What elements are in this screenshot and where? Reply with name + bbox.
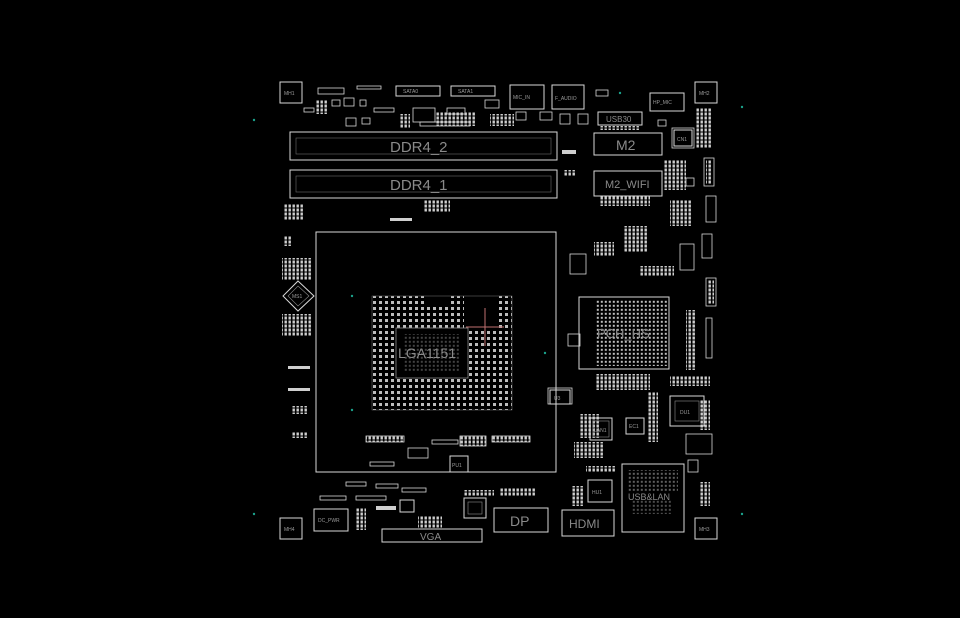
m2-label: M2 (616, 137, 636, 153)
vga-label: VGA (420, 532, 441, 543)
cpu-socket-lga1151[interactable]: LGA1151 (315, 231, 557, 473)
sata1-label: SATA1 (458, 89, 473, 95)
chip-pch[interactable]: PCH_HS (578, 296, 670, 370)
crosshair-cursor (466, 308, 504, 346)
connector-f-audio[interactable]: F_AUDIO (551, 84, 585, 110)
cn1-label: CN1 (677, 137, 687, 143)
connector-mic-in[interactable]: MIC_IN (509, 84, 545, 110)
m2-wifi-label: M2_WIFI (605, 179, 650, 191)
connector-usb-lan[interactable]: USB&LAN (621, 463, 685, 533)
usb-lan-label: USB&LAN (628, 492, 670, 502)
chip-lan1[interactable]: LAN1 (589, 417, 613, 441)
right-components (547, 243, 713, 473)
connector-hdmi[interactable]: HDMI (561, 509, 615, 537)
connector-sata0[interactable]: SATA0 (395, 85, 441, 97)
mh1-label: MH1 (284, 91, 295, 97)
connector-sata1[interactable]: SATA1 (450, 85, 496, 97)
connector-dp[interactable]: DP (493, 507, 549, 533)
u3-label: U3 (554, 396, 561, 402)
chip-du1[interactable]: DU1 (669, 395, 705, 427)
chip-ec1[interactable]: EC1 (625, 417, 645, 435)
du1-label: DU1 (680, 410, 690, 416)
ec1-label: EC1 (629, 424, 639, 430)
ddr4-2-label: DDR4_2 (390, 139, 448, 156)
ddr4-slot-2[interactable]: DDR4_2 (289, 131, 558, 161)
mounting-hole-mh3[interactable]: MH3 (694, 517, 718, 540)
lan1-label: LAN1 (594, 428, 607, 434)
m2-wifi-slot[interactable]: M2_WIFI (593, 170, 663, 197)
connector-vga[interactable]: VGA (381, 528, 483, 543)
dc-pwr-label: DC_PWR (318, 518, 340, 524)
m2-slot[interactable]: M2 (593, 132, 663, 156)
sata0-label: SATA0 (403, 89, 418, 95)
ms1-label: MS1 (292, 294, 303, 300)
fiducials (252, 91, 744, 516)
ddr4-slot-1[interactable]: DDR4_1 (289, 169, 558, 199)
left-components (282, 204, 312, 438)
mounting-hole-mh1[interactable]: MH1 (279, 81, 303, 104)
top-pin-rows (316, 100, 640, 130)
hdmi-label: HDMI (569, 517, 600, 531)
f-audio-label: F_AUDIO (555, 96, 577, 102)
mic-in-label: MIC_IN (513, 95, 530, 101)
mh4-label: MH4 (284, 527, 295, 533)
hp-mic-label: HP_MIC (653, 100, 672, 106)
pu1-label: PU1 (452, 463, 462, 469)
chip-hu1[interactable]: HU1 (587, 479, 613, 503)
right-pin-clusters (572, 196, 710, 506)
chip-u3[interactable]: U3 (549, 389, 571, 405)
connector-hp-mic[interactable]: HP_MIC (649, 92, 685, 112)
chip-pu1[interactable]: PU1 (449, 455, 469, 473)
pch-label: PCH_HS (597, 326, 650, 341)
mounting-hole-mh2[interactable]: MH2 (694, 81, 718, 104)
connector-dc-pwr[interactable]: DC_PWR (313, 508, 349, 532)
chip-ms1[interactable]: MS1 (282, 280, 315, 312)
bottom-left-passives (356, 488, 536, 530)
cpu-socket-label: LGA1151 (398, 345, 456, 361)
mh2-label: MH2 (699, 91, 710, 97)
ddr4-1-label: DDR4_1 (390, 177, 448, 194)
chip-cn1[interactable]: CN1 (673, 129, 693, 147)
mounting-hole-mh4[interactable]: MH4 (279, 517, 303, 540)
mh3-label: MH3 (699, 527, 710, 533)
connector-usb30[interactable]: USB30 (597, 111, 643, 126)
hu1-label: HU1 (592, 490, 602, 496)
mid-components (390, 150, 692, 226)
dp-label: DP (510, 513, 529, 529)
usb30-label: USB30 (606, 115, 632, 124)
top-components (303, 85, 695, 149)
right-pin-rows (696, 108, 714, 304)
socket-bottom-components (319, 435, 531, 501)
right-headers (685, 157, 717, 359)
